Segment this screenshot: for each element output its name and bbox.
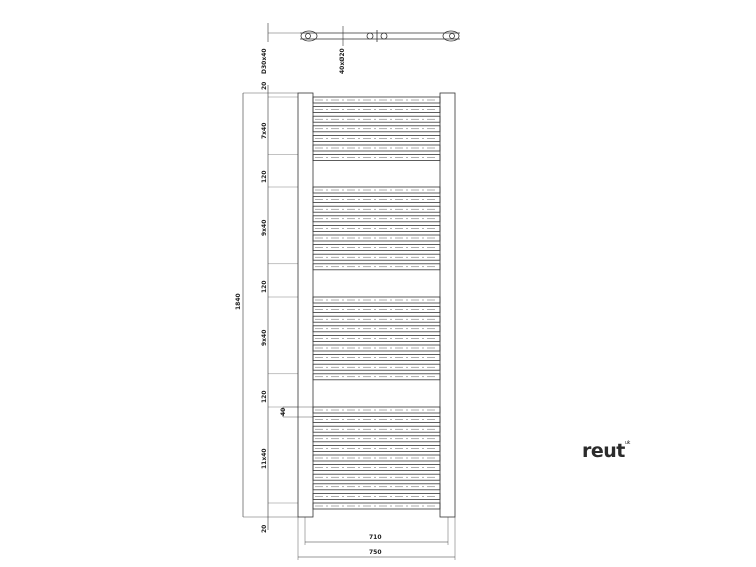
heating-bar [312,483,441,491]
heating-bar [312,473,441,481]
heating-bar [312,234,441,242]
heating-bar [312,502,441,510]
heating-bar [312,253,441,261]
heating-bar [312,363,441,371]
pipe-connection-left [366,32,374,40]
mount-hole-left [305,33,311,39]
heating-bar [312,334,441,342]
inner-width-label: 710 [369,534,382,541]
right-rail [439,92,456,518]
heating-bar [312,244,441,252]
top-offset-label: 20 [261,82,268,90]
heating-bar [312,96,441,104]
heating-bar [312,425,441,433]
front-view [242,85,456,560]
heating-bar [312,444,441,452]
heating-bar [312,492,441,500]
heating-bar [312,154,441,162]
pipe-connection-right [380,32,388,40]
mount-bracket-left [300,30,318,42]
reut-logo: reutuk [582,440,630,462]
mount-bracket-right [442,30,460,42]
heating-bar [312,106,441,113]
group-1-label: 7x40 [261,123,268,139]
top-view [267,23,460,46]
heating-bar [312,296,441,304]
gap-1-label: 120 [261,170,268,183]
heating-bar [312,186,441,194]
group-4-label: 11x40 [261,448,268,469]
heating-bar [312,325,441,333]
heating-bar [312,125,441,133]
heating-bar [312,315,441,323]
heating-bar [312,196,441,204]
heating-bars [312,96,441,510]
heating-bar [312,373,441,381]
total-height-label: 1840 [235,293,242,310]
heating-bar [312,205,441,213]
heating-bar [312,144,441,152]
outer-width-label: 750 [369,549,382,556]
logo-sup: uk [624,439,631,446]
gap-2-label: 120 [261,280,268,293]
heating-bar [312,224,441,232]
bar-pitch-label: 40 [280,408,287,416]
heating-bar [312,354,441,362]
heating-bar [312,406,441,414]
heating-bar [312,215,441,223]
heating-bar [312,306,441,314]
left-rail [297,92,314,518]
group-3-label: 9x40 [261,330,268,346]
group-2-label: 9x40 [261,220,268,236]
mount-hole-right [449,33,455,39]
heating-bar [312,464,441,472]
mount-dim-label: D30x40 [261,48,268,74]
logo-text: reut [582,440,625,462]
bottom-offset-label: 20 [261,525,268,533]
heating-bar [312,344,441,352]
pipe-dim-label: 40xØ20 [339,48,346,74]
heating-bar [312,454,441,462]
heating-bar [312,416,441,424]
heating-bar [312,263,441,271]
heating-bar [312,115,441,123]
heating-bar [312,435,441,443]
heating-bar [312,134,441,142]
gap-3-label: 120 [261,390,268,403]
